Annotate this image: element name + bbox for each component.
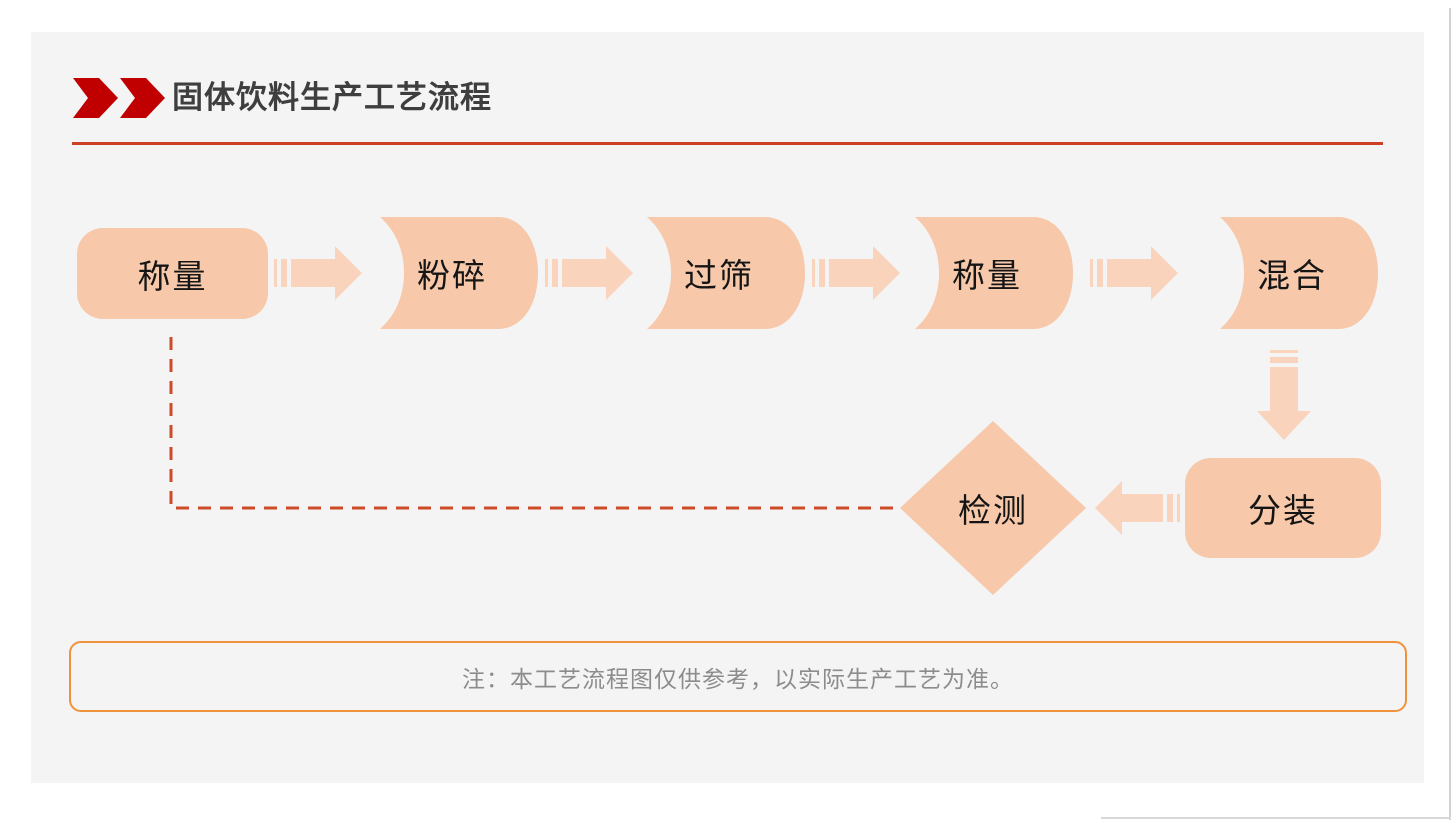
striped-arrow-right-icon (545, 246, 633, 300)
flow-step-label: 混合 (1257, 257, 1327, 294)
flow-step-label: 称量 (952, 257, 1022, 294)
flow-step-sieve: 过筛 (633, 217, 805, 329)
window-edge-bottom (1101, 817, 1451, 819)
striped-arrow-left-icon (1095, 481, 1180, 535)
striped-arrow-right-icon (1090, 246, 1178, 300)
title-underline (72, 142, 1383, 145)
note-text: 注：本工艺流程图仅供参考，以实际生产工艺为准。 (462, 665, 1014, 692)
cylinder-shape (380, 217, 538, 329)
diamond-shape (900, 421, 1086, 595)
content-panel: 固体饮料生产工艺流程 称量 粉碎 (31, 32, 1424, 783)
striped-arrow-right-icon (274, 246, 362, 300)
cylinder-shape (1220, 217, 1378, 329)
page-title: 固体饮料生产工艺流程 (172, 80, 492, 115)
flow-step-weigh-2: 称量 (901, 217, 1073, 329)
flow-step-label: 检测 (958, 492, 1028, 529)
flow-step-inspect: 检测 (900, 421, 1086, 595)
flow-step-label: 称量 (137, 257, 208, 295)
flow-step-label: 分装 (1248, 492, 1318, 529)
flow-step-mix: 混合 (1206, 217, 1378, 329)
flow-step-pack: 分装 (1185, 458, 1381, 558)
flow-step-weigh-1: 称量 (77, 228, 268, 319)
flow-step-label: 过筛 (684, 257, 754, 294)
striped-arrow-right-icon (812, 246, 900, 300)
window-edge-right (1449, 8, 1451, 820)
cylinder-shape (915, 217, 1073, 329)
cylinder-shape (647, 217, 805, 329)
striped-arrow-down-icon (1257, 350, 1311, 440)
double-chevron-right-icon (73, 76, 165, 120)
note-box: 注：本工艺流程图仅供参考，以实际生产工艺为准。 (69, 641, 1407, 712)
flow-step-crush: 粉碎 (366, 217, 538, 329)
flow-step-label: 粉碎 (417, 257, 487, 294)
